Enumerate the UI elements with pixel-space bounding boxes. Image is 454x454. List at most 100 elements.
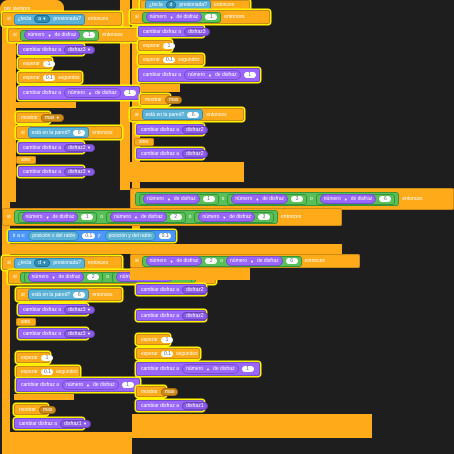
if-costume-eq-1[interactable]: si número▼de disfraz 1 entonces [8, 28, 140, 42]
switch-costume-block-right[interactable]: cambiar disfraz a disfraz3 [138, 26, 210, 37]
switch-costume1-lower-right[interactable]: cambiar disfraz a disfraz1 [136, 400, 208, 411]
wait-small-block[interactable]: esperar 0.1 segundos [18, 72, 82, 83]
costume-dropdown[interactable]: disfraz1 [182, 401, 208, 410]
wait-input[interactable]: 1 [160, 336, 173, 343]
costume-dropdown[interactable]: disfraz2 [182, 285, 208, 294]
switch-costume2-right[interactable]: cambiar disfraz a disfraz2 [136, 124, 208, 135]
show-block-lower-right[interactable]: mostrar mas [136, 386, 179, 397]
costume-dropdown[interactable]: disfraz3 ▼ [64, 45, 95, 54]
key-dropdown[interactable]: a ▼ [34, 15, 51, 23]
touching-input[interactable]: 6 [73, 291, 86, 298]
wait-block-right[interactable]: esperar 1 [138, 40, 175, 51]
switch-costume-number-lower[interactable]: cambiar disfraz a número▼de disfraz 1 [16, 378, 140, 392]
costume-dropdown[interactable]: disfraz3 ▼ [64, 305, 95, 314]
costume-number-reporter[interactable]: número▼de disfraz [64, 88, 121, 98]
compare-value-input[interactable]: 1 [83, 32, 96, 38]
key-dropdown[interactable]: d ▼ [34, 259, 51, 267]
wait-small-block-lower[interactable]: esperar 0.1 segundos [16, 366, 80, 377]
costume-number-reporter[interactable]: número▼de disfraz [145, 256, 203, 266]
costume-dropdown[interactable]: disfraz1 ▼ [60, 419, 91, 428]
show-dropdown[interactable]: mas [38, 405, 57, 414]
show-block-right[interactable]: mostrar mas [140, 94, 183, 105]
touching-sensor[interactable]: está en la pared?6 [27, 289, 90, 300]
plus-value-input[interactable]: 1 [123, 90, 136, 96]
wait-small-block-right[interactable]: esperar 0.1 segundos [138, 54, 204, 65]
costume-number-reporter[interactable]: número▼de disfraz [184, 70, 241, 80]
compare-input[interactable]: 2 [205, 258, 218, 264]
costume-dropdown[interactable]: disfraz2 ▼ [64, 143, 95, 152]
touching-input[interactable]: 6 [73, 129, 86, 136]
plus-value-input[interactable]: 1 [241, 366, 254, 372]
switch-costume3-lower[interactable]: cambiar disfraz a disfraz3 ▼ [18, 304, 95, 315]
costume-number-reporter[interactable]: número▼de disfraz [226, 256, 283, 266]
switch-costume-number-block[interactable]: cambiar disfraz a número▼de disfraz 1 [18, 86, 140, 100]
switch-costume1-lower[interactable]: cambiar disfraz a disfraz1 ▼ [14, 418, 91, 429]
costume-dropdown[interactable]: disfraz2 [182, 149, 208, 158]
costume-number-reporter[interactable]: número▼de disfraz [198, 212, 256, 222]
show-block[interactable]: mostrar mas ▼ [16, 112, 64, 123]
compare-input[interactable]: 2 [169, 214, 182, 220]
touching-sensor[interactable]: está en la pared?6 [141, 109, 204, 120]
show-dropdown[interactable]: mas ▼ [40, 113, 64, 122]
costume-dropdown[interactable]: disfraz3 [184, 27, 210, 36]
costume-number-reporter[interactable]: número▼de disfraz [182, 364, 239, 374]
show-block-lower[interactable]: mostrar mas [14, 404, 57, 415]
switch-costume-number-lower-right[interactable]: cambiar disfraz a número▼de disfraz 1 [136, 362, 260, 376]
wait-small-lower-right[interactable]: esperar 0.1 segundos [136, 348, 200, 359]
if-touching-block[interactable]: si está en la pared?6 entonces [16, 126, 122, 139]
key-pressed-sensor[interactable]: ¿tecla a ▼ presionada? [13, 13, 85, 25]
compare-input[interactable]: 3 [291, 196, 303, 202]
show-dropdown[interactable]: mas [164, 95, 183, 104]
costume-dropdown[interactable]: disfraz3 ▼ [64, 329, 95, 338]
wait-block-lower-right[interactable]: esperar 1 [136, 334, 173, 345]
mouse-x-reporter[interactable]: posición x del ratón [28, 231, 80, 241]
switch-costume2-lower-right[interactable]: cambiar disfraz a disfraz2 [136, 284, 208, 295]
compare-input[interactable]: 1 [202, 196, 215, 202]
equals-operator[interactable]: número▼de disfraz 1 [141, 11, 222, 23]
costume-number-reporter[interactable]: número▼de disfraz [27, 272, 85, 282]
switch-costume2-block[interactable]: cambiar disfraz a disfraz2 ▼ [18, 142, 95, 153]
compare-input[interactable]: 6 [379, 196, 392, 202]
touching-sensor[interactable]: está en la pared?6 [27, 127, 90, 138]
equals-operator[interactable]: número▼de disfraz 1 [19, 29, 100, 41]
wait-input[interactable]: 1 [162, 42, 175, 49]
compare-input[interactable]: 1 [81, 214, 94, 220]
wait-input[interactable]: 0.1 [42, 74, 55, 81]
plus-value-input[interactable]: 1 [243, 72, 256, 78]
mouse-y-reporter[interactable]: posición y del ratón [104, 231, 156, 241]
switch-costume2-lower-right-b[interactable]: cambiar disfraz a disfraz2 [136, 310, 208, 321]
wait-input[interactable]: 0.1 [160, 350, 173, 357]
costume-number-reporter[interactable]: número▼de disfraz [319, 194, 377, 204]
costume-number-reporter[interactable]: número▼de disfraz [143, 194, 200, 204]
y-offset-input[interactable]: 0.1 [158, 233, 171, 239]
plus-value-input[interactable]: 1 [121, 382, 134, 388]
show-dropdown[interactable]: mas [160, 387, 179, 396]
costume-number-reporter[interactable]: número▼de disfraz [62, 380, 119, 390]
switch-costume3-right[interactable]: cambiar disfraz a disfraz2 [136, 148, 208, 159]
compare-input[interactable]: 6 [285, 258, 298, 264]
if-key-a-block[interactable]: si ¿tecla a ▼ presionada? entonces [2, 12, 122, 26]
costume-dropdown[interactable]: disfraz3 ▼ [64, 167, 95, 176]
costume-number-reporter[interactable]: número▼de disfraz [21, 212, 79, 222]
costume-number-reporter[interactable]: número▼de disfraz [110, 212, 167, 222]
switch-costume-block[interactable]: cambiar disfraz a disfraz3 ▼ [18, 44, 95, 55]
costume-number-reporter[interactable]: número▼de disfraz [23, 30, 81, 40]
costume-number-reporter[interactable]: número▼de disfraz [231, 194, 288, 204]
wait-block-lower[interactable]: esperar 1 [16, 352, 53, 363]
if-touching-lower[interactable]: si está en la pared?6 entonces [16, 288, 122, 301]
